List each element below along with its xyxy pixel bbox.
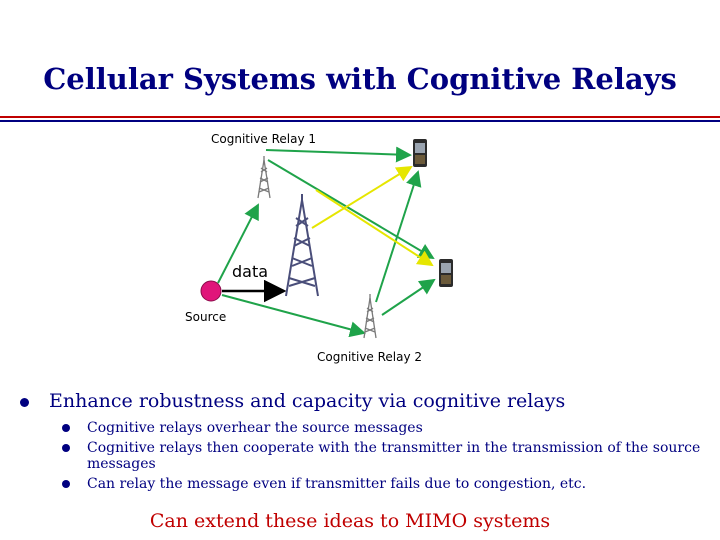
sub-bullet-item: Can relay the message even if transmitte… xyxy=(62,476,702,492)
title-rule-red xyxy=(0,116,720,118)
relay2-label: Cognitive Relay 2 xyxy=(317,350,423,364)
bullet-icon xyxy=(62,444,70,452)
relay-diagram xyxy=(200,139,453,339)
link-relay2-phone1 xyxy=(375,170,422,303)
link-source-relay1 xyxy=(217,203,259,284)
main-bullet: Enhance robustness and capacity via cogn… xyxy=(20,390,700,412)
sub-bullet-list: Cognitive relays overhear the source mes… xyxy=(62,420,702,496)
link-source-relay2 xyxy=(221,294,366,338)
link-relay1-phone2 xyxy=(267,159,435,260)
relay-tower-icon xyxy=(257,156,271,199)
link-relay2-phone2 xyxy=(381,278,436,316)
base-station-tower-icon xyxy=(285,194,319,297)
sub-bullet-text: Can relay the message even if transmitte… xyxy=(87,476,587,492)
mobile-phone-icon xyxy=(413,139,427,167)
link-bs-phone1 xyxy=(311,165,413,229)
bullet-icon xyxy=(62,424,70,432)
mobile-phone-icon xyxy=(439,259,453,287)
closing-statement: Can extend these ideas to MIMO systems xyxy=(149,510,551,532)
bullet-icon xyxy=(20,397,29,407)
link-bs-phone2 xyxy=(315,189,434,267)
slide-title: Cellular Systems with Cognitive Relays xyxy=(43,62,677,96)
sub-bullet-text: Cognitive relays overhear the source mes… xyxy=(87,420,423,436)
sub-bullet-item: Cognitive relays overhear the source mes… xyxy=(62,420,702,436)
link-relay1-phone1 xyxy=(265,146,412,163)
data-label: data xyxy=(232,262,269,281)
title-rule-blue xyxy=(0,120,720,122)
relay1-label: Cognitive Relay 1 xyxy=(211,132,317,146)
sub-bullet-text: Cognitive relays then cooperate with the… xyxy=(87,440,701,472)
source-node-icon xyxy=(200,280,222,302)
relay-tower-icon xyxy=(363,294,377,339)
source-label: Source xyxy=(185,310,227,324)
sub-bullet-item: Cognitive relays then cooperate with the… xyxy=(62,440,702,472)
main-bullet-text: Enhance robustness and capacity via cogn… xyxy=(49,390,566,412)
bullet-icon xyxy=(62,480,70,488)
